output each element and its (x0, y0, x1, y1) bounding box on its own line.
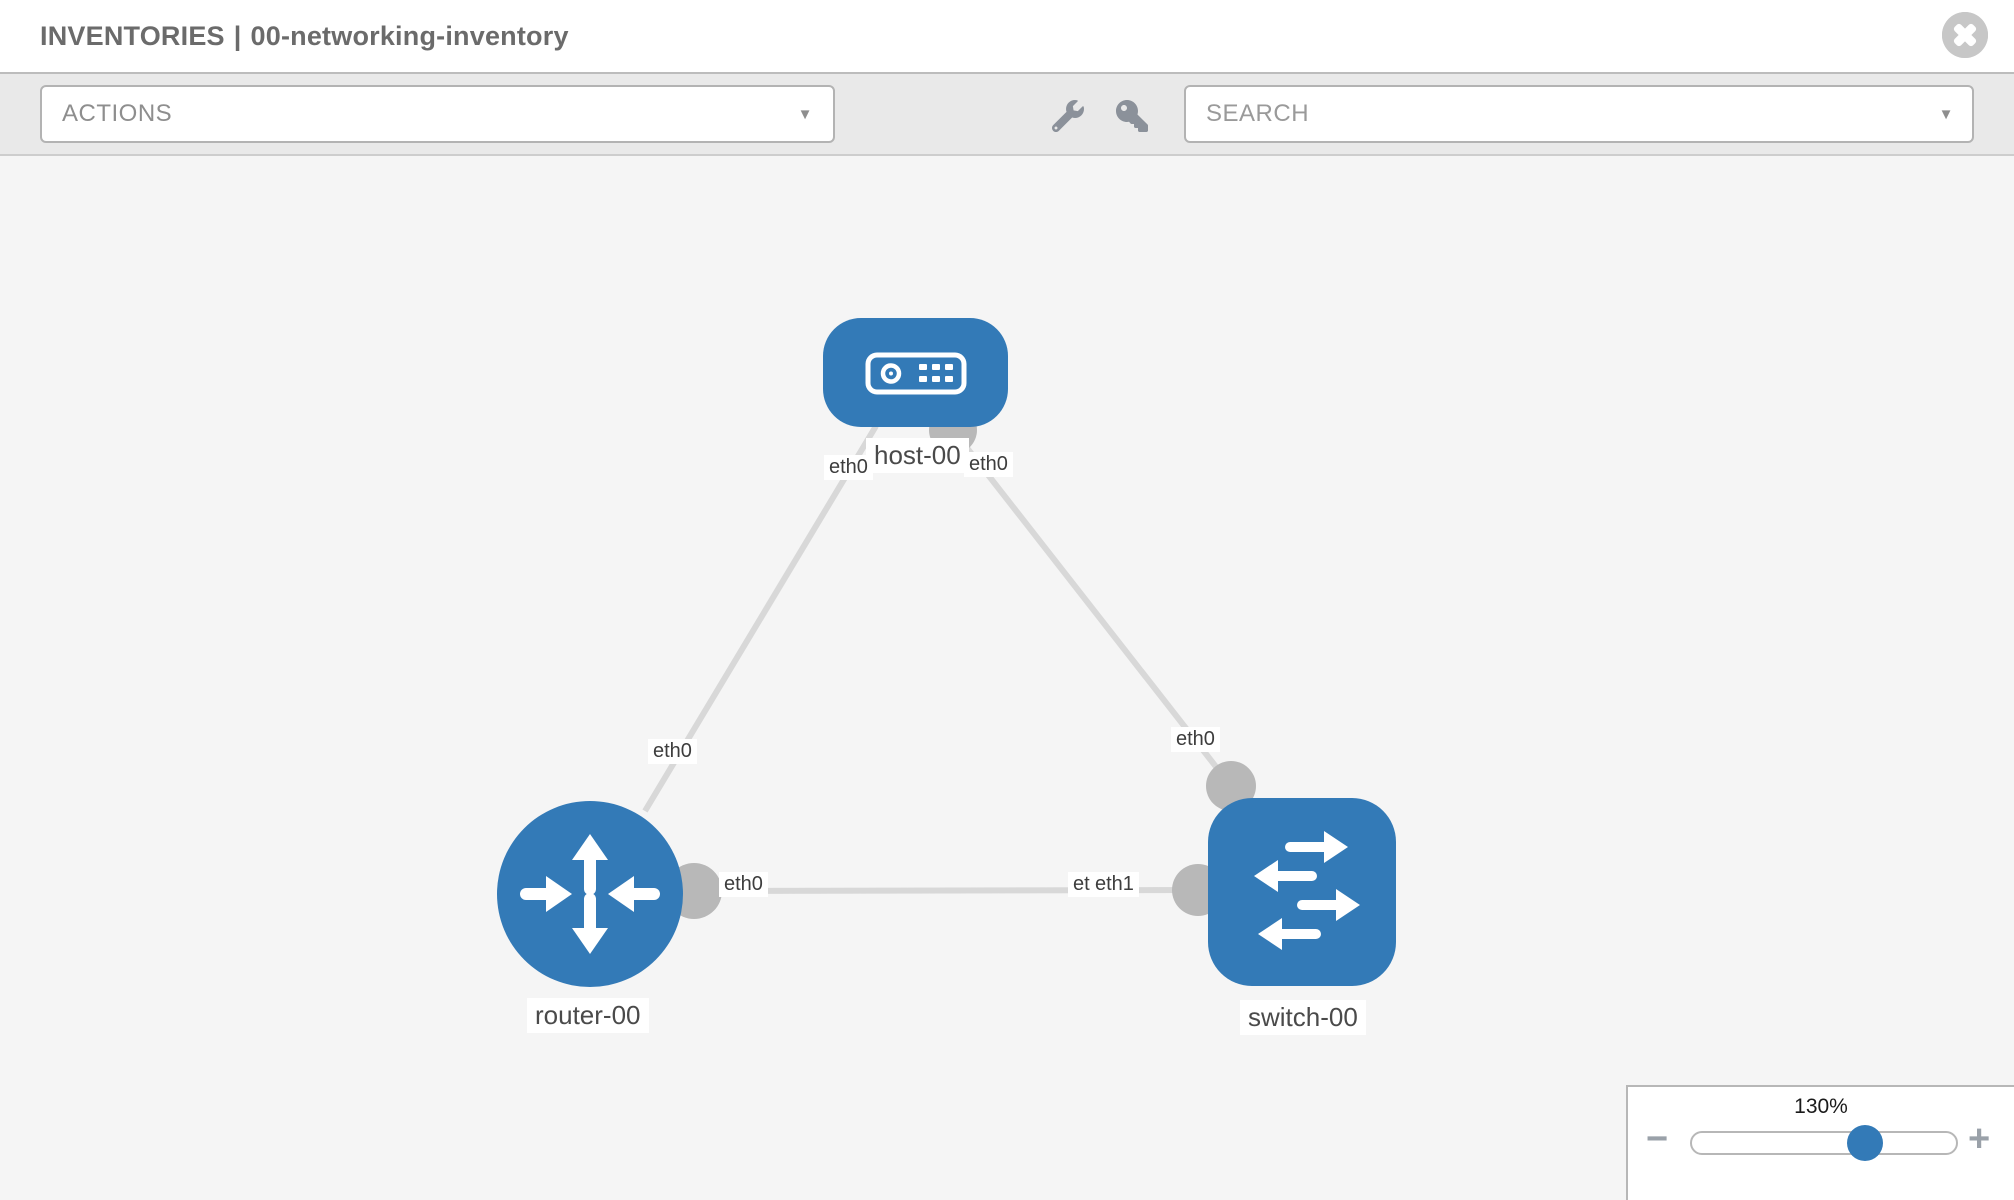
node-label-host: host-00 (866, 438, 969, 473)
interface-label-router-eth0-upper: eth0 (648, 739, 697, 764)
interface-label-switch-eth0-top: eth0 (1171, 727, 1220, 752)
header-bar: INVENTORIES | 00-networking-inventory (0, 0, 2014, 72)
page-title-separator: | (233, 20, 242, 51)
router-icon (520, 834, 660, 954)
key-icon (1116, 100, 1148, 132)
node-router-00[interactable] (497, 801, 683, 987)
actions-dropdown-label: ACTIONS (62, 100, 173, 127)
link-host-switch[interactable] (950, 428, 1234, 788)
search-input[interactable] (1204, 99, 1939, 129)
close-button[interactable] (1942, 12, 1988, 58)
node-switch-00[interactable] (1208, 798, 1396, 986)
page-title-name: 00-networking-inventory (250, 20, 569, 51)
host-icon (865, 352, 967, 395)
interface-label-router-eth0-link: eth0 (719, 872, 768, 897)
node-label-router: router-00 (527, 998, 649, 1033)
minus-icon: − (1646, 1118, 1669, 1160)
zoom-level-label: 130% (1794, 1095, 1848, 1118)
interface-label-host-eth0-left: eth0 (824, 455, 873, 480)
page-title: INVENTORIES | 00-networking-inventory (40, 0, 578, 72)
topology-canvas[interactable]: host-00 router-00 switch-00 eth0 eth0 et… (0, 156, 2014, 1200)
switch-icon (1254, 831, 1360, 950)
actions-dropdown[interactable]: ACTIONS ▼ (40, 85, 835, 143)
caret-down-icon: ▼ (797, 105, 813, 123)
interface-label-switch-eth1: eth1 (1090, 872, 1139, 897)
plus-icon: + (1968, 1118, 1991, 1160)
zoom-slider-thumb[interactable] (1847, 1125, 1883, 1161)
caret-down-icon: ▼ (1938, 105, 1954, 123)
page-title-category: INVENTORIES (40, 20, 225, 51)
zoom-control-panel: 130% − + (1626, 1085, 2014, 1200)
configure-button[interactable] (1050, 98, 1086, 134)
zoom-in-button[interactable]: + (1968, 1120, 1990, 1158)
interface-connector (1206, 761, 1256, 811)
node-host-00[interactable] (823, 318, 1008, 427)
close-icon (1942, 12, 1988, 58)
toolbar: ACTIONS ▼ ▼ (0, 72, 2014, 156)
zoom-out-button[interactable]: − (1646, 1120, 1668, 1158)
wrench-icon (1052, 100, 1084, 132)
node-label-switch: switch-00 (1240, 1000, 1366, 1035)
interface-label-host-eth0-right: eth0 (964, 452, 1013, 477)
zoom-slider-track[interactable] (1690, 1131, 1958, 1155)
credentials-button[interactable] (1114, 98, 1150, 134)
search-box[interactable]: ▼ (1184, 85, 1974, 143)
